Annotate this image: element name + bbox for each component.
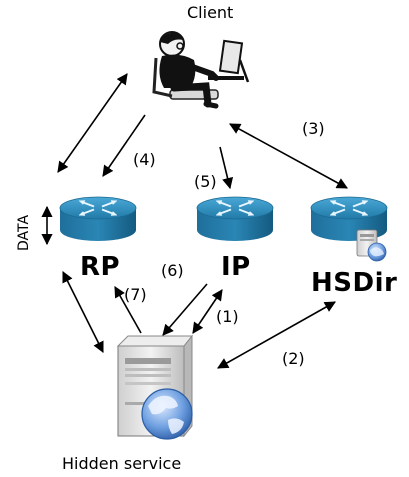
router-rp-label: RP (80, 252, 121, 282)
router-ip-icon (196, 196, 274, 242)
edge-step-3 (229, 123, 348, 189)
router-hsdir-label: HSDir (311, 268, 398, 298)
step-3-label: (3) (302, 119, 325, 138)
edge-step-2 (217, 301, 336, 369)
router-rp-icon (59, 196, 137, 242)
router-hsdir-icon (310, 196, 388, 262)
router-ip-label: IP (221, 252, 251, 282)
step-2-label: (2) (282, 349, 305, 368)
connections (41, 73, 348, 369)
step-6-label: (6) (161, 261, 184, 280)
edge-step-6 (162, 283, 208, 336)
edge-rp-hs-data (62, 270, 104, 354)
step-4-label: (4) (133, 150, 156, 169)
edge-step-4 (102, 114, 146, 177)
data-label: DATA (16, 214, 33, 252)
edge-step-1 (192, 289, 223, 334)
edge-client-rp-data (57, 73, 128, 173)
client-label: Client (187, 3, 234, 22)
step-7-label: (7) (124, 285, 147, 304)
server-globe-icon (116, 334, 194, 440)
client-user-icon (152, 31, 250, 109)
edge-step-5 (219, 146, 234, 190)
hidden-service-label: Hidden service (62, 454, 182, 473)
edge-step-7 (114, 286, 142, 334)
step-5-label: (5) (194, 172, 217, 191)
step-1-label: (1) (216, 307, 239, 326)
